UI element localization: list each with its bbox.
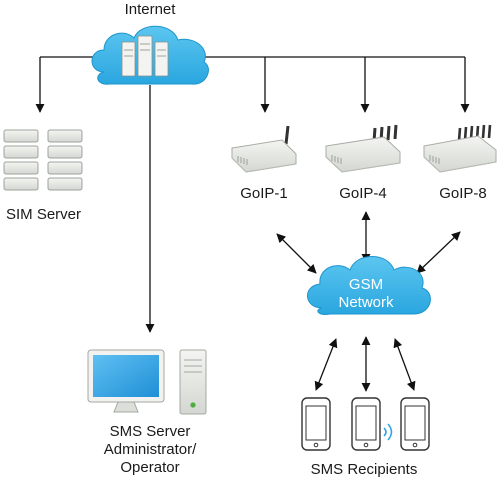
goip-8-label: GoIP-8 [439,185,487,202]
goip-1-device-icon [231,125,297,173]
sim-server-label: SIM Server [6,206,81,223]
goip-1-label: GoIP-1 [240,185,288,202]
monitor-screen [93,355,159,397]
mobile-phone-icon-3 [400,397,430,451]
power-led [190,402,196,408]
gsm-network-label-line1: GSM [349,276,383,293]
sim-server-rack-icon [3,129,83,191]
goip-4-label: GoIP-4 [339,185,387,202]
internet-cloud-icon [91,25,209,85]
gsm-network-label-line2: Network [338,294,394,311]
sms-admin-label-line2: Administrator/ [104,441,197,458]
internet-label: Internet [125,1,177,18]
sms-admin-label-line3: Operator [120,459,179,476]
sms-recipients-label: SMS Recipients [311,461,418,478]
mobile-phone-icon-2 [351,397,381,451]
link-goip-1-gsm [276,233,317,274]
desktop-computer-icon [87,349,207,415]
goip-4-device-icon [325,124,401,173]
link-gsm-phone-1 [314,338,338,391]
gsm-network-cloud-icon [307,256,431,315]
goip-8-device-icon [423,124,497,173]
sms-admin-label-line1: SMS Server [110,423,191,440]
mobile-phone-icon-1 [301,397,331,451]
link-goip-8-gsm [416,231,461,274]
server-towers-icon [121,35,169,77]
wireless-signal-icon [383,423,393,441]
link-gsm-phone-3 [393,338,416,391]
connections [35,56,470,392]
